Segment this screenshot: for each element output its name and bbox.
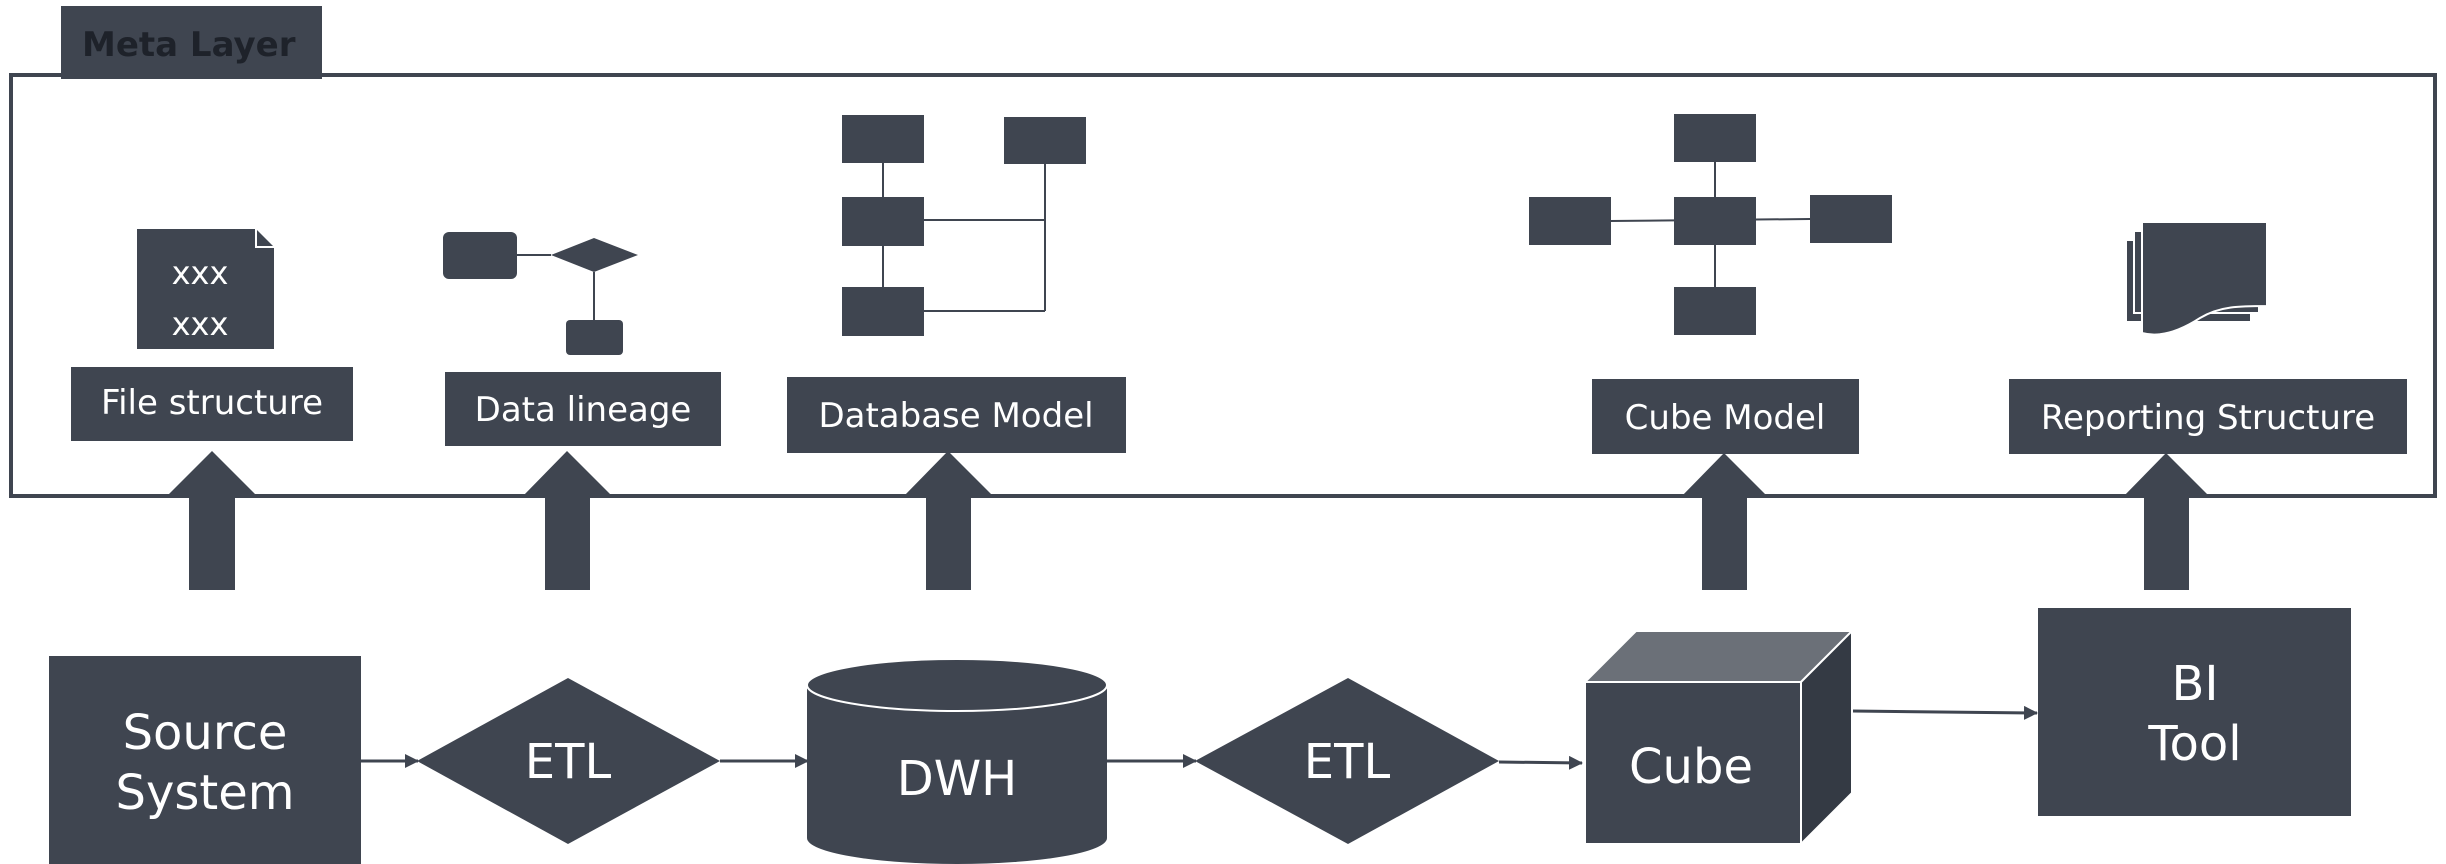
file-icon: xxx xxx: [137, 229, 274, 349]
file-icon-text-line-2: xxx: [172, 305, 229, 343]
database-model-label: Database Model: [818, 396, 1093, 436]
flow-connectors: [361, 705, 2038, 770]
documents-icon: [2125, 221, 2268, 336]
meta-layer-tab: [61, 6, 322, 79]
meta-layer: Meta Layer: [9, 6, 2437, 498]
meta-item-data-lineage: Data lineage: [443, 232, 721, 446]
etl-node-2: ETL: [1195, 678, 1499, 844]
up-arrow-cube-model: [1680, 453, 1769, 590]
bi-tool-label-line-2: Tool: [2147, 716, 2241, 772]
etl-label-1: ETL: [525, 734, 612, 790]
data-lineage-label: Data lineage: [475, 390, 692, 430]
source-system-label-line-1: Source: [123, 705, 288, 761]
file-structure-label-box: [71, 367, 353, 441]
source-system-label-line-2: System: [116, 765, 295, 821]
etl-label-2: ETL: [1304, 734, 1391, 790]
cube-model-label: Cube Model: [1625, 398, 1826, 438]
up-arrow-file-structure: [167, 451, 257, 590]
up-arrow-database-model: [904, 451, 993, 590]
up-arrow-reporting-structure: [2122, 453, 2211, 590]
dwh-label: DWH: [897, 751, 1018, 807]
reporting-structure-label-box: [2009, 379, 2407, 454]
dwh-node: DWH: [806, 658, 1108, 864]
bi-tool-label-line-1: BI: [2171, 656, 2218, 712]
arrow-etl-to-cube: [1498, 755, 1583, 770]
cube-node: Cube: [1582, 628, 1855, 847]
meta-item-cube-model: Cube Model: [1529, 114, 1892, 454]
file-structure-label: File structure: [101, 383, 323, 423]
flowchart-icon: [443, 232, 638, 355]
reporting-structure-label: Reporting Structure: [2041, 398, 2375, 438]
meta-item-reporting-structure: Reporting Structure: [2009, 221, 2407, 454]
meta-layer-title: Meta Layer: [82, 25, 296, 65]
etl-node-1: ETL: [417, 678, 720, 844]
data-lineage-label-box: [445, 372, 721, 446]
meta-layer-frame: [9, 73, 2437, 498]
meta-item-database-model: Database Model: [787, 115, 1126, 453]
up-arrow-data-lineage: [523, 451, 612, 590]
database-model-label-box: [787, 377, 1126, 453]
cube-label: Cube: [1629, 739, 1753, 795]
cube-model-label-box: [1592, 379, 1859, 454]
bi-tool-node: BI Tool: [2038, 608, 2351, 816]
file-icon-text-line-1: xxx: [172, 254, 229, 292]
meta-item-file-structure: xxx xxx File structure: [71, 229, 353, 441]
database-model-icon: [842, 115, 1086, 336]
cube-front-face: [1584, 681, 1802, 845]
metadata-arrows: [167, 451, 2211, 590]
arrow-cube-to-bi-tool: [1851, 705, 2038, 720]
source-system-node: Source System: [49, 656, 361, 864]
cube-model-icon: [1529, 114, 1892, 335]
